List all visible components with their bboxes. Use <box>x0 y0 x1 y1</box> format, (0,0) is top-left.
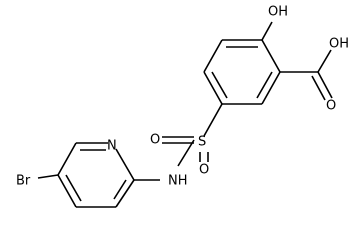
bond-c-br <box>37 174 59 179</box>
bond-pyr-6 <box>115 179 135 208</box>
bond-benzene-3 <box>261 71 281 105</box>
atom-o-sulfonyl-bottom: O <box>199 163 209 178</box>
bond-benzene-6 <box>203 39 223 73</box>
bond-cooh-o <box>317 71 333 99</box>
bond-pyr-3 <box>57 142 77 176</box>
bond-c-oh <box>261 21 273 41</box>
atom-o-acid: O <box>326 99 336 114</box>
bond-cooh-oh <box>317 49 332 73</box>
bonds <box>37 21 333 208</box>
bond-s-nh <box>177 139 195 167</box>
bond-benzene-5-inner <box>211 71 228 99</box>
bond-pyr-4-inner <box>65 174 82 202</box>
bond-benzene-2 <box>261 39 281 73</box>
bond-pyr-6-inner <box>113 179 127 200</box>
atom-sulfur: S <box>198 135 206 150</box>
atom-oh-phenol: OH <box>268 5 288 20</box>
atom-oh-acid: OH <box>329 37 349 52</box>
atom-labels: OH OH O S O O NH N Br <box>16 5 349 189</box>
bond-pyr-1 <box>115 148 135 181</box>
bond-benzene-3-inner <box>256 71 273 99</box>
molecule-structure: OH OH O S O O NH N Br <box>16 5 349 208</box>
atom-bromine: Br <box>16 174 31 189</box>
bond-c-s <box>203 103 223 137</box>
bond-pyr-4 <box>57 174 77 208</box>
atom-n-pyridine: N <box>107 139 117 154</box>
atom-o-sulfonyl-left: O <box>150 133 160 148</box>
bond-cooh-o-double <box>311 75 326 101</box>
atom-nh: NH <box>168 174 188 189</box>
bond-benzene-5 <box>203 71 223 105</box>
